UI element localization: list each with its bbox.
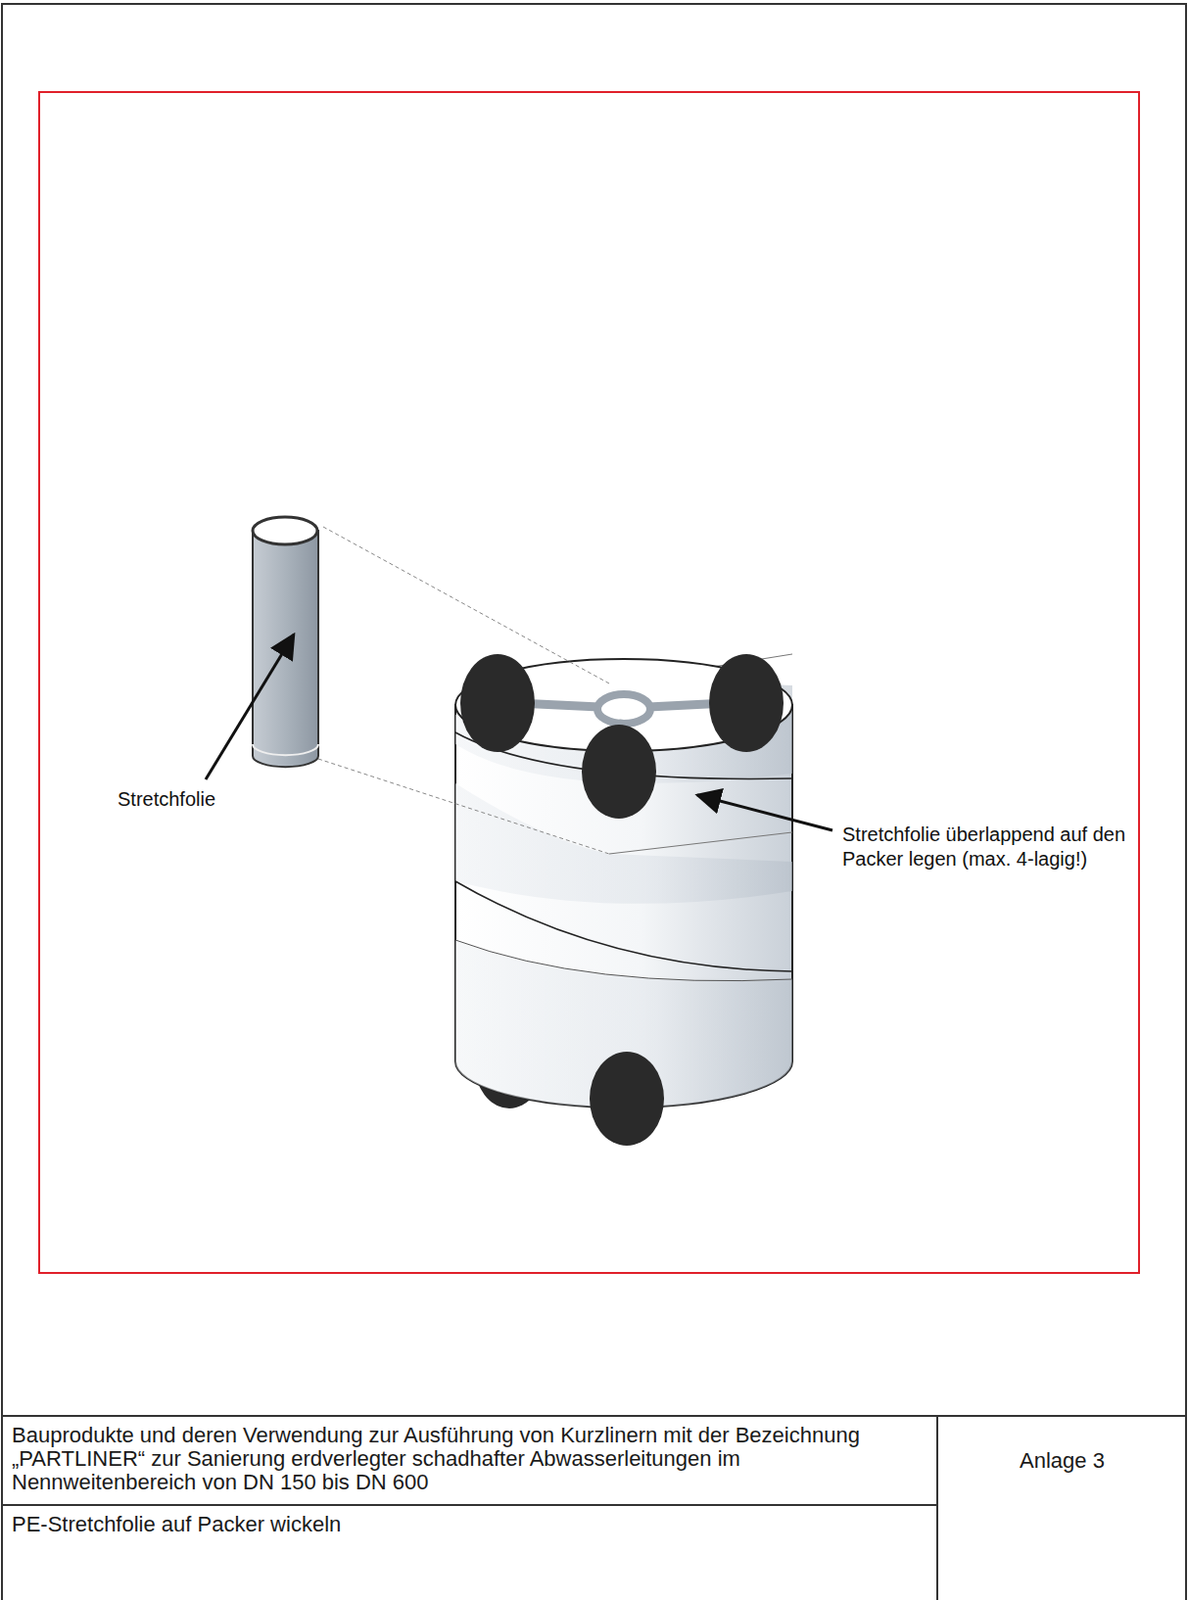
table-line <box>1 1415 1187 1418</box>
cell-text: Bauprodukte und deren Verwendung zur Aus… <box>11 1424 929 1496</box>
leader-arrow <box>697 795 833 831</box>
callout-text: Stretchfolie <box>117 787 255 812</box>
table-line <box>1 1504 938 1507</box>
film-roll <box>252 744 319 756</box>
subtitle-cell: PE-Stretchfolie auf Packer wickeln <box>3 1507 937 1567</box>
packer-spider <box>597 694 651 724</box>
drawing-frame <box>39 92 1140 1274</box>
title-cell: Bauprodukte und deren Verwendung zur Aus… <box>3 1418 937 1505</box>
film-edge <box>455 940 793 982</box>
film-edge <box>609 832 793 855</box>
sheet-number-cell: Anlage 3 <box>939 1418 1186 1505</box>
cell-text: Anlage 3 <box>1019 1449 1105 1474</box>
film-roll <box>252 517 318 545</box>
packer-ball <box>581 724 657 819</box>
table-line <box>936 1416 939 1600</box>
packer-ball <box>589 1051 665 1146</box>
film-edge <box>455 881 793 972</box>
packer-ball <box>460 654 535 753</box>
leader-arrow <box>205 634 294 780</box>
guide-line <box>323 526 610 684</box>
page-frame <box>1 3 1187 1600</box>
cell-text: PE-Stretchfolie auf Packer wickeln <box>11 1513 929 1537</box>
guide-line <box>318 759 610 855</box>
packer-ball <box>709 654 784 753</box>
callout-text: Stretchfolie überlappend auf den Packer … <box>842 822 1137 872</box>
